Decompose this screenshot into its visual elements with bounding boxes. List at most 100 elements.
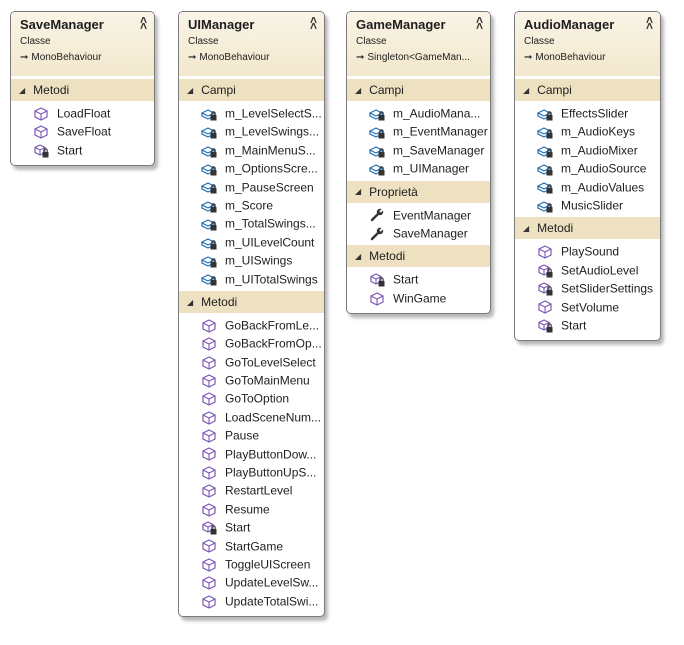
member-item[interactable]: PlayButtonDow... — [179, 445, 324, 463]
collapse-triangle-icon[interactable]: ◢ — [19, 85, 26, 95]
member-item[interactable]: SetAudioLevel — [515, 261, 660, 279]
member-item[interactable]: LoadSceneNum... — [179, 408, 324, 426]
member-item[interactable]: m_AudioMixer — [515, 141, 660, 159]
member-item[interactable]: m_UIManager — [347, 159, 490, 177]
member-item[interactable]: UpdateLevelSw... — [179, 573, 324, 591]
collapse-chevron-icon[interactable]: ˄˄ — [645, 13, 653, 33]
collapse-triangle-icon[interactable]: ◢ — [523, 224, 530, 234]
member-label: Start — [393, 272, 419, 287]
section-header-campi[interactable]: ◢ Campi — [515, 79, 660, 101]
section-header-metodi[interactable]: ◢Metodi — [179, 290, 324, 313]
member-item[interactable]: m_MainMenuS... — [179, 141, 324, 159]
member-item[interactable]: m_PauseScreen — [179, 178, 324, 196]
member-item[interactable]: EffectsSlider — [515, 104, 660, 122]
member-item[interactable]: SetSliderSettings — [515, 279, 660, 297]
member-item[interactable]: Start — [179, 518, 324, 536]
member-item[interactable]: m_AudioMana... — [347, 104, 490, 122]
collapse-triangle-icon[interactable]: ◢ — [355, 85, 362, 95]
class-base: ➞MonoBehaviour — [524, 52, 606, 63]
member-item[interactable]: GoToLevelSelect — [179, 353, 324, 371]
member-item[interactable]: Start — [347, 270, 490, 288]
collapse-triangle-icon[interactable]: ◢ — [355, 187, 362, 197]
member-item[interactable]: EventManager — [347, 206, 490, 224]
member-item[interactable]: m_Score — [179, 196, 324, 214]
member-item[interactable]: m_OptionsScre... — [179, 159, 324, 177]
member-item[interactable]: GoBackFromOp... — [179, 334, 324, 352]
member-item[interactable]: GoToOption — [179, 389, 324, 407]
member-item[interactable]: WinGame — [347, 289, 490, 307]
section-header-metodi[interactable]: ◢Metodi — [347, 245, 490, 268]
member-label: m_LevelSelectS... — [225, 106, 322, 121]
member-item[interactable]: Resume — [179, 500, 324, 518]
collapse-triangle-icon[interactable]: ◢ — [523, 85, 530, 95]
member-item[interactable]: m_AudioKeys — [515, 122, 660, 140]
member-label: m_MainMenuS... — [225, 143, 316, 158]
member-item[interactable]: m_LevelSelectS... — [179, 104, 324, 122]
section-header-campi[interactable]: ◢ Campi — [179, 79, 324, 101]
collapse-chevron-icon[interactable]: ˄˄ — [309, 13, 317, 33]
member-item[interactable]: SetVolume — [515, 298, 660, 316]
method-icon — [201, 355, 217, 370]
section-header-metodi[interactable]: ◢Metodi — [11, 79, 154, 101]
collapse-triangle-icon[interactable]: ◢ — [187, 85, 194, 95]
method-icon — [201, 502, 217, 517]
member-label: m_OptionsScre... — [225, 161, 318, 176]
method-icon — [201, 447, 217, 462]
member-item[interactable]: GoToMainMenu — [179, 371, 324, 389]
member-label: m_AudioKeys — [561, 125, 636, 140]
member-item[interactable]: m_UITotalSwings — [179, 270, 324, 288]
member-item[interactable]: PlayButtonUpS... — [179, 463, 324, 481]
member-item[interactable]: m_UILevelCount — [179, 233, 324, 251]
member-item[interactable]: m_UISwings — [179, 251, 324, 269]
member-item[interactable]: LoadFloat — [11, 104, 154, 122]
member-item[interactable]: Start — [515, 316, 660, 334]
member-item[interactable]: ToggleUIScreen — [179, 555, 324, 573]
collapse-chevron-icon[interactable]: ˄˄ — [475, 13, 483, 33]
member-item[interactable]: m_AudioSource — [515, 159, 660, 177]
member-item[interactable]: UpdateTotalSwi... — [179, 592, 324, 610]
member-item[interactable]: SaveManager — [347, 224, 490, 242]
collapse-chevron-icon[interactable]: ˄˄ — [139, 13, 147, 33]
class-base: ➞MonoBehaviour — [20, 52, 102, 63]
inheritance-arrow-icon: ➞ — [20, 52, 29, 63]
section-title: Campi — [201, 83, 236, 97]
section-header-metodi[interactable]: ◢Metodi — [515, 217, 660, 240]
class-kind: Classe — [356, 36, 387, 47]
member-item[interactable]: Start — [11, 141, 154, 159]
wrench-icon — [369, 226, 385, 241]
collapse-triangle-icon[interactable]: ◢ — [355, 252, 362, 262]
member-label: UpdateTotalSwi... — [225, 594, 319, 609]
member-item[interactable]: RestartLevel — [179, 481, 324, 499]
member-item[interactable]: PlaySound — [515, 242, 660, 260]
member-item[interactable]: SaveFloat — [11, 122, 154, 140]
member-item[interactable]: m_LevelSwings... — [179, 122, 324, 140]
member-item[interactable]: GoBackFromLe... — [179, 316, 324, 334]
section-header-campi[interactable]: ◢Campi — [347, 79, 490, 101]
member-item[interactable]: MusicSlider — [515, 196, 660, 214]
member-label: m_UILevelCount — [225, 235, 315, 250]
collapse-triangle-icon[interactable]: ◢ — [187, 297, 194, 307]
member-label: SetAudioLevel — [561, 263, 639, 278]
class-kind: Classe — [188, 36, 219, 47]
section-header-propriet[interactable]: ◢Proprietà — [347, 180, 490, 203]
member-label: m_LevelSwings... — [225, 125, 320, 140]
member-item[interactable]: m_TotalSwings... — [179, 214, 324, 232]
method-icon — [201, 319, 217, 333]
section-title: Campi — [537, 83, 572, 97]
member-label: LoadSceneNum... — [225, 410, 322, 425]
member-item[interactable]: StartGame — [179, 537, 324, 555]
member-item[interactable]: m_AudioValues — [515, 178, 660, 196]
member-label: PlayButtonUpS... — [225, 465, 317, 480]
member-label: GoToMainMenu — [225, 373, 310, 388]
member-item[interactable]: Pause — [179, 426, 324, 444]
member-item[interactable]: m_SaveManager — [347, 141, 490, 159]
member-item[interactable]: m_EventManager — [347, 122, 490, 140]
